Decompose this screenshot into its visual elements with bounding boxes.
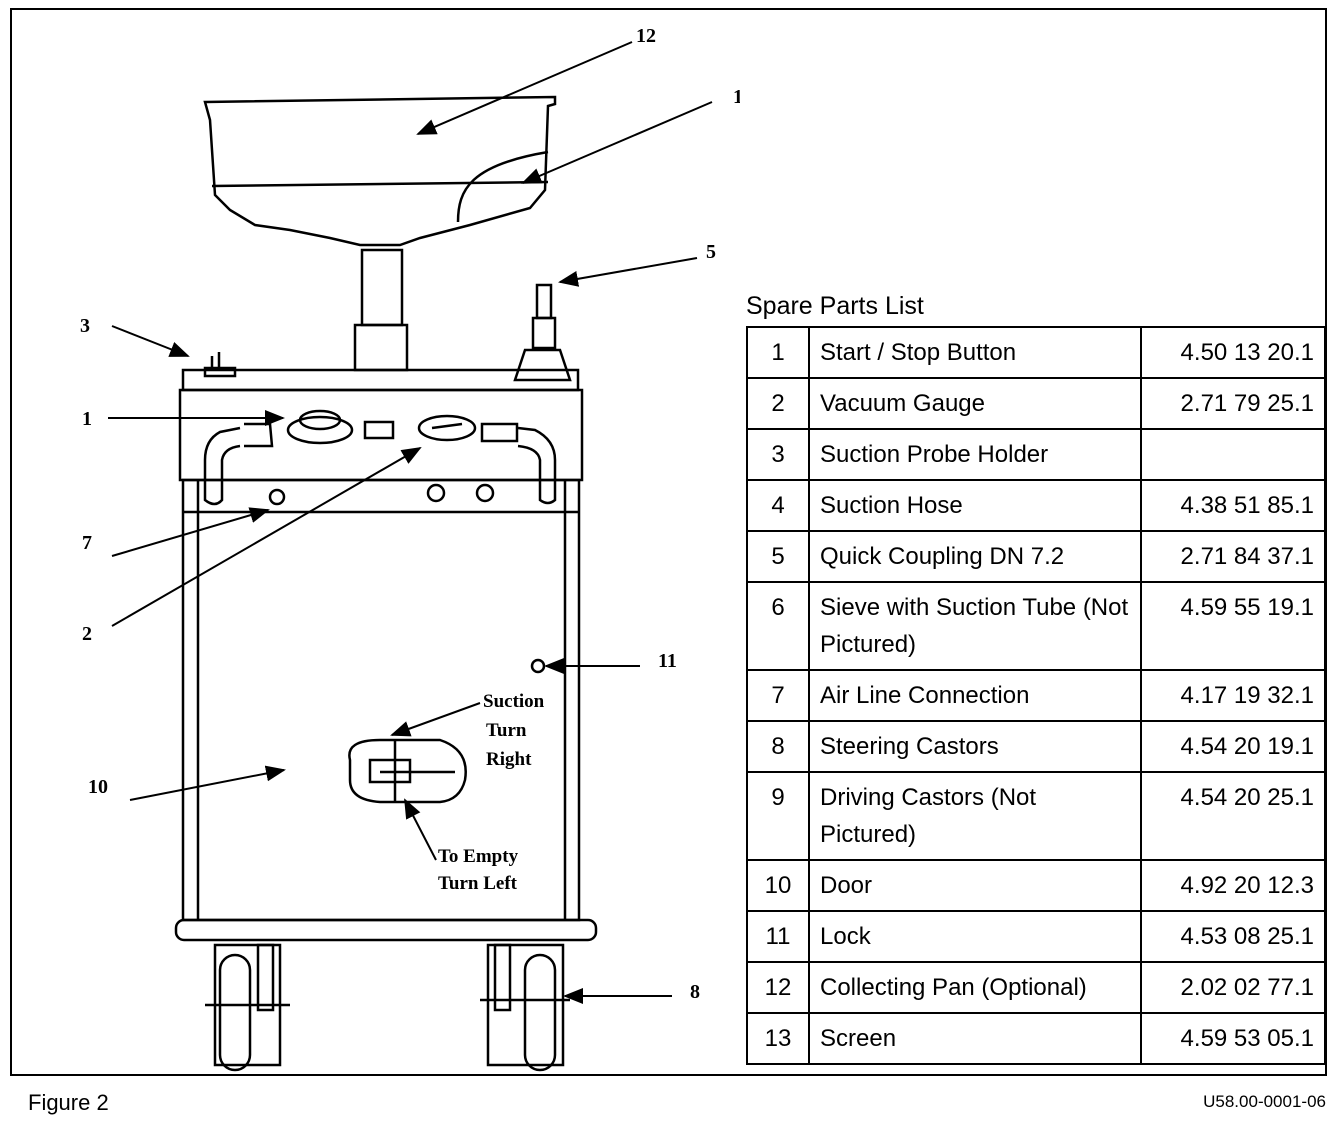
part-code-cell: 4.53 08 25.1 — [1140, 910, 1326, 963]
cabinet-body — [174, 478, 598, 942]
figure-frame — [10, 8, 1327, 1076]
leader-2 — [111, 446, 422, 627]
control-panel — [178, 368, 584, 506]
part-code-cell: 4.59 55 19.1 — [1140, 581, 1326, 671]
leader-3 — [111, 325, 190, 357]
callout-1: 1 — [82, 408, 92, 430]
figure-label: Figure 2 — [28, 1090, 109, 1115]
part-description-cell: Collecting Pan (Optional) — [808, 961, 1142, 1014]
part-code-cell: 4.54 20 19.1 — [1140, 720, 1326, 773]
valve — [348, 738, 467, 804]
part-number-cell: 6 — [746, 581, 810, 671]
part-code-cell: 4.59 53 05.1 — [1140, 1012, 1326, 1065]
part-description-cell: Suction Hose — [808, 479, 1142, 532]
castor-right — [480, 943, 570, 1072]
leader-empty — [404, 798, 437, 861]
collecting-pan — [203, 95, 557, 247]
note-suction-1: Suction — [483, 691, 545, 712]
part-description-cell: Lock — [808, 910, 1142, 963]
part-code-cell: 4.17 19 32.1 — [1140, 669, 1326, 722]
part-code-cell: 4.54 20 25.1 — [1140, 771, 1326, 861]
castor-left — [205, 943, 290, 1072]
note-suction-2: Turn — [486, 720, 527, 741]
part-number-cell: 9 — [746, 771, 810, 861]
part-description-cell: Air Line Connection — [808, 669, 1142, 722]
part-description-cell: Driving Castors (Not Pictured) — [808, 771, 1142, 861]
leader-13 — [521, 101, 713, 184]
part-number-cell: 2 — [746, 377, 810, 430]
quick-coupling — [513, 283, 572, 382]
part-number-cell: 3 — [746, 428, 810, 481]
part-number-cell: 12 — [746, 961, 810, 1014]
part-number-cell: 13 — [746, 1012, 810, 1065]
part-number-cell: 10 — [746, 859, 810, 912]
callout-7: 7 — [82, 532, 92, 554]
part-number-cell: 5 — [746, 530, 810, 583]
callout-2: 2 — [82, 623, 92, 645]
part-code-cell: 4.92 20 12.3 — [1140, 859, 1326, 912]
note-empty-1: To Empty — [438, 846, 519, 867]
document-code: U58.00-0001-06 — [1203, 1092, 1326, 1111]
part-code-cell: 2.71 84 37.1 — [1140, 530, 1326, 583]
callout-5: 5 — [706, 241, 716, 263]
leader-5 — [558, 257, 698, 287]
pan-column — [353, 248, 409, 372]
part-description-cell: Sieve with Suction Tube (Not Pictured) — [808, 581, 1142, 671]
note-empty-2: Turn Left — [438, 873, 518, 894]
note-suction-3: Right — [486, 749, 532, 770]
part-description-cell: Vacuum Gauge — [808, 377, 1142, 430]
part-code-cell: 4.50 13 20.1 — [1140, 326, 1326, 379]
callout-8: 8 — [690, 981, 700, 1003]
part-number-cell: 4 — [746, 479, 810, 532]
part-description-cell: Start / Stop Button — [808, 326, 1142, 379]
part-description-cell: Steering Castors — [808, 720, 1142, 773]
part-code-cell: 4.38 51 85.1 — [1140, 479, 1326, 532]
part-description-cell: Screen — [808, 1012, 1142, 1065]
leader-12 — [416, 41, 633, 135]
part-number-cell: 1 — [746, 326, 810, 379]
part-number-cell: 11 — [746, 910, 810, 963]
part-code-cell — [1140, 428, 1326, 481]
part-number-cell: 7 — [746, 669, 810, 722]
leader-7 — [111, 507, 270, 557]
part-code-cell: 2.71 79 25.1 — [1140, 377, 1326, 430]
callout-13: 13 — [733, 86, 740, 108]
part-code-cell: 2.02 02 77.1 — [1140, 961, 1326, 1014]
callout-11: 11 — [658, 650, 677, 672]
part-description-cell: Suction Probe Holder — [808, 428, 1142, 481]
cart-drawing: 12 13 5 3 1 7 2 11 10 8 Suction Turn Rig… — [80, 25, 740, 1072]
leader-suction — [390, 702, 481, 737]
callout-10: 10 — [88, 776, 108, 798]
part-description-cell: Quick Coupling DN 7.2 — [808, 530, 1142, 583]
callout-3: 3 — [80, 315, 90, 337]
probe-holder — [203, 352, 237, 378]
leader-10 — [129, 765, 286, 801]
callout-12: 12 — [636, 25, 656, 47]
part-description-cell: Door — [808, 859, 1142, 912]
parts-list-title: Spare Parts List — [746, 292, 924, 320]
part-number-cell: 8 — [746, 720, 810, 773]
